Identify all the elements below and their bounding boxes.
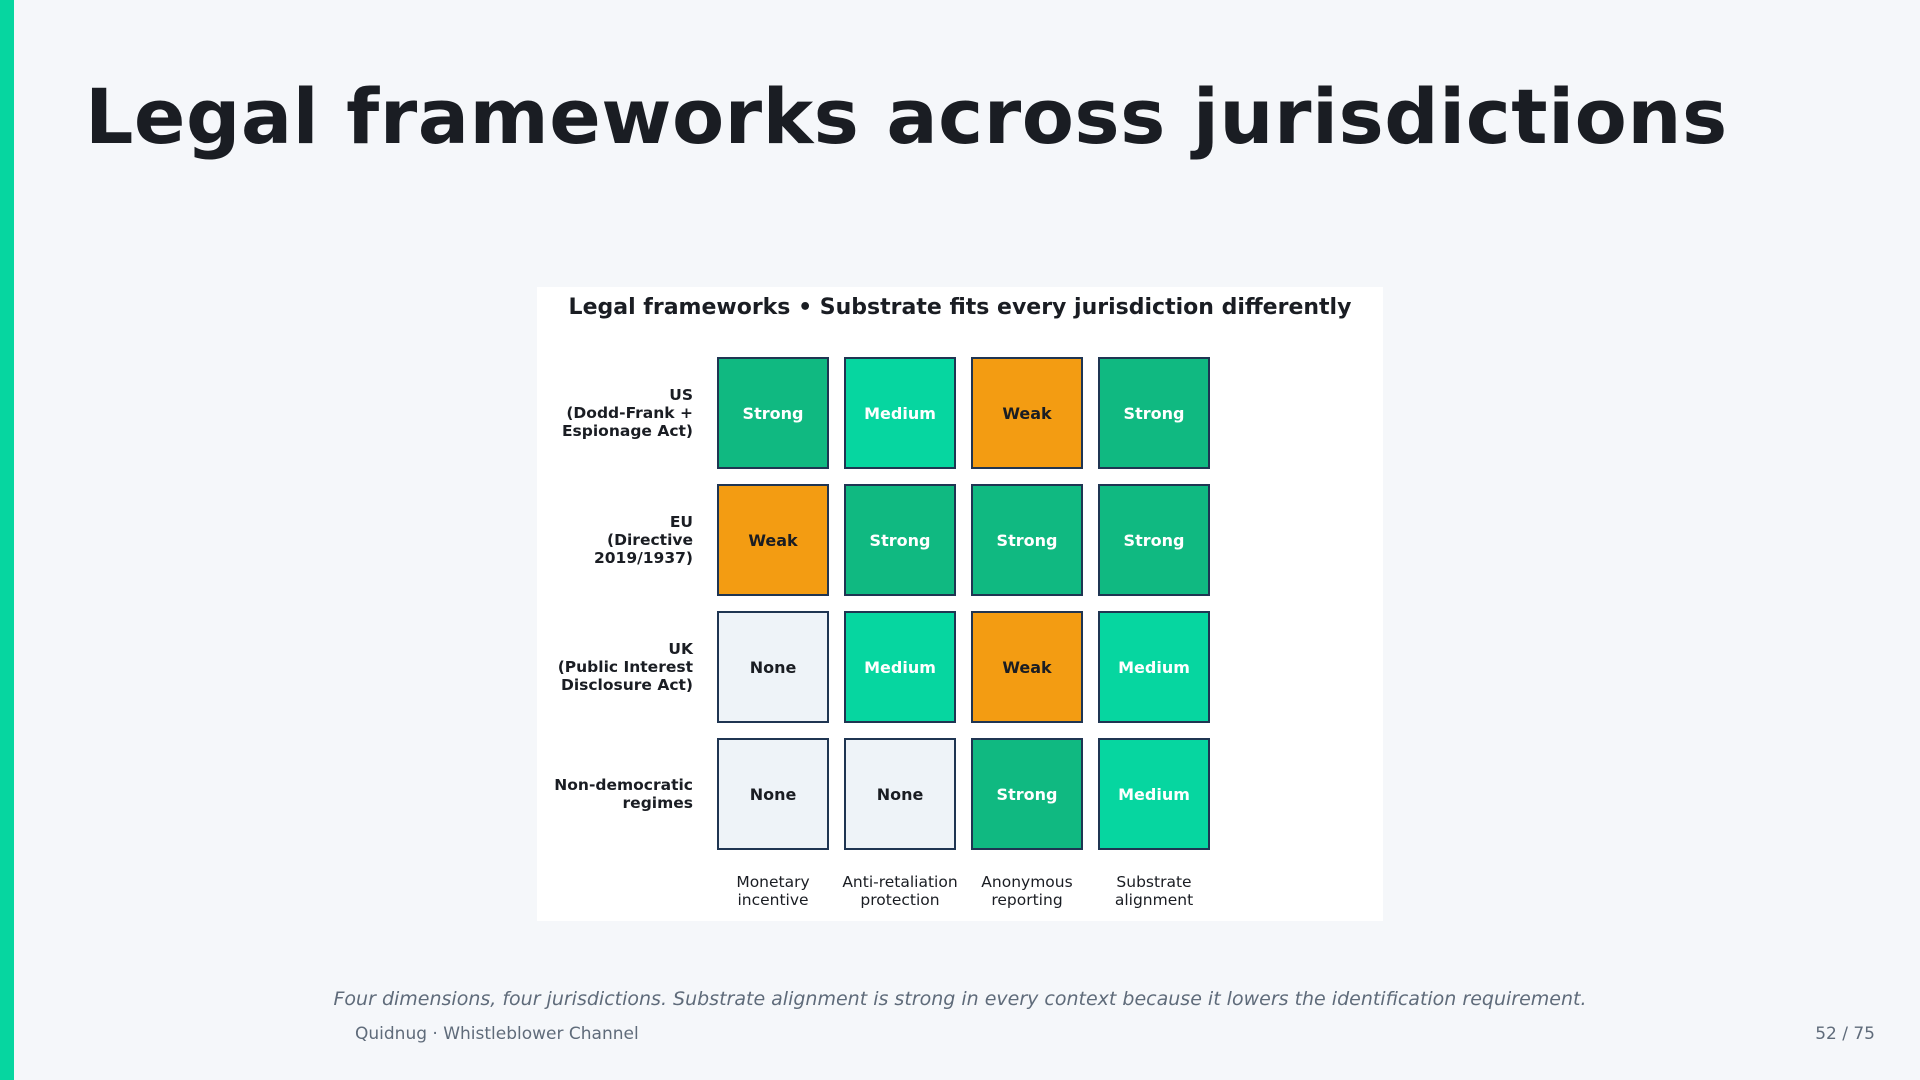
heatmap-cell: None xyxy=(717,611,829,723)
heatmap-cell: None xyxy=(844,738,956,850)
row-label: UK (Public Interest Disclosure Act) xyxy=(557,640,693,694)
column-label: Anti-retaliation protection xyxy=(842,873,958,909)
heatmap-cell: Weak xyxy=(971,611,1083,723)
column-label: Anonymous reporting xyxy=(981,873,1073,909)
heatmap-cell: Strong xyxy=(844,484,956,596)
heatmap-cell: Medium xyxy=(1098,738,1210,850)
column-label: Monetary incentive xyxy=(736,873,810,909)
page-number: 52 / 75 xyxy=(1815,1024,1875,1044)
heatmap-cell: Strong xyxy=(1098,484,1210,596)
heatmap-cell: Medium xyxy=(844,611,956,723)
heatmap-cell: Strong xyxy=(1098,357,1210,469)
heatmap-cell: Medium xyxy=(844,357,956,469)
heatmap-cell: Medium xyxy=(1098,611,1210,723)
slide-title: Legal frameworks across jurisdictions xyxy=(85,72,1728,161)
footer-brand: Quidnug · Whistleblower Channel xyxy=(355,1024,639,1044)
row-label: Non-democratic regimes xyxy=(554,776,693,812)
heatmap-cell: Strong xyxy=(971,484,1083,596)
heatmap-cell: Strong xyxy=(717,357,829,469)
chart-title: Legal frameworks • Substrate fits every … xyxy=(568,295,1352,320)
accent-bar xyxy=(0,0,14,1080)
column-label: Substrate alignment xyxy=(1114,873,1194,909)
heatmap-figure: Legal frameworks • Substrate fits every … xyxy=(537,287,1383,921)
heatmap-cell: None xyxy=(717,738,829,850)
heatmap-cell: Weak xyxy=(717,484,829,596)
heatmap-cell: Strong xyxy=(971,738,1083,850)
slide-caption: Four dimensions, four jurisdictions. Sub… xyxy=(333,988,1587,1010)
row-label: US (Dodd-Frank + Espionage Act) xyxy=(561,386,693,440)
row-label: EU (Directive 2019/1937) xyxy=(593,513,693,567)
heatmap-cell: Weak xyxy=(971,357,1083,469)
